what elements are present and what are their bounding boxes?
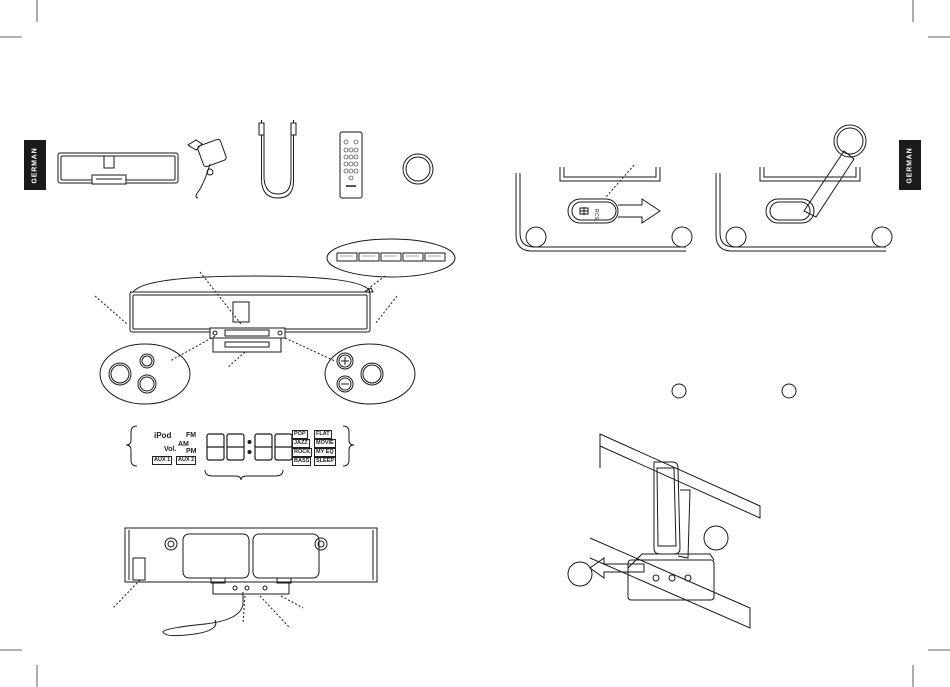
- lcd-am: AM: [178, 441, 189, 448]
- lcd-eq-pop: POP: [292, 430, 308, 439]
- ipod-dock-icon: [628, 462, 714, 600]
- audio-cable-icon: [259, 120, 296, 198]
- lcd-eq-movie: MOVIE: [314, 439, 336, 448]
- lcd-fm: FM: [186, 432, 196, 439]
- speaker-front-diagram: [85, 236, 505, 406]
- language-tab-left-label: GERMAN: [32, 147, 39, 183]
- lcd-eq-bass: BASS: [292, 457, 311, 466]
- speaker-rear-diagram: [105, 520, 405, 640]
- lcd-pm: PM: [186, 448, 197, 455]
- lcd-ipod: iPod: [154, 432, 171, 440]
- coin-battery-icon: [403, 154, 433, 184]
- step-markers: [668, 382, 808, 402]
- lcd-vol: Vol.: [164, 446, 176, 453]
- lcd-aux2: AUX 2: [176, 456, 196, 465]
- battery-step-diagrams: RCS: [510, 115, 910, 265]
- lcd-eq-jazz: JAZZ: [292, 439, 310, 448]
- lcd-eq-flat: FLAT: [314, 430, 332, 439]
- battery-tray-icon: [580, 207, 588, 215]
- ipod-dock-diagram: [560, 428, 780, 638]
- insert-battery-panel: [716, 125, 892, 251]
- pull-arrow-icon: [618, 199, 660, 223]
- lcd-aux1: AUX 1: [152, 456, 172, 465]
- lcd-eq-sleep: SLEEP: [314, 457, 336, 466]
- speaker-dock-icon: [58, 153, 178, 184]
- language-tab-left: GERMAN: [24, 140, 46, 190]
- remote-control-icon: [340, 132, 362, 198]
- remote-label: RCS: [593, 209, 599, 220]
- power-adapter-icon: [188, 139, 227, 198]
- top-buttons-callout: [337, 253, 445, 261]
- lcd-eq-rock: ROCK: [292, 448, 312, 457]
- package-contents: [50, 120, 490, 210]
- remove-battery-tray-panel: RCS: [516, 165, 692, 251]
- lcd-eq-myeq: MY EQ: [314, 448, 336, 457]
- lcd-display: iPod FM AM Vol. PM AUX 1 AUX 2 POP FLAT …: [142, 426, 342, 466]
